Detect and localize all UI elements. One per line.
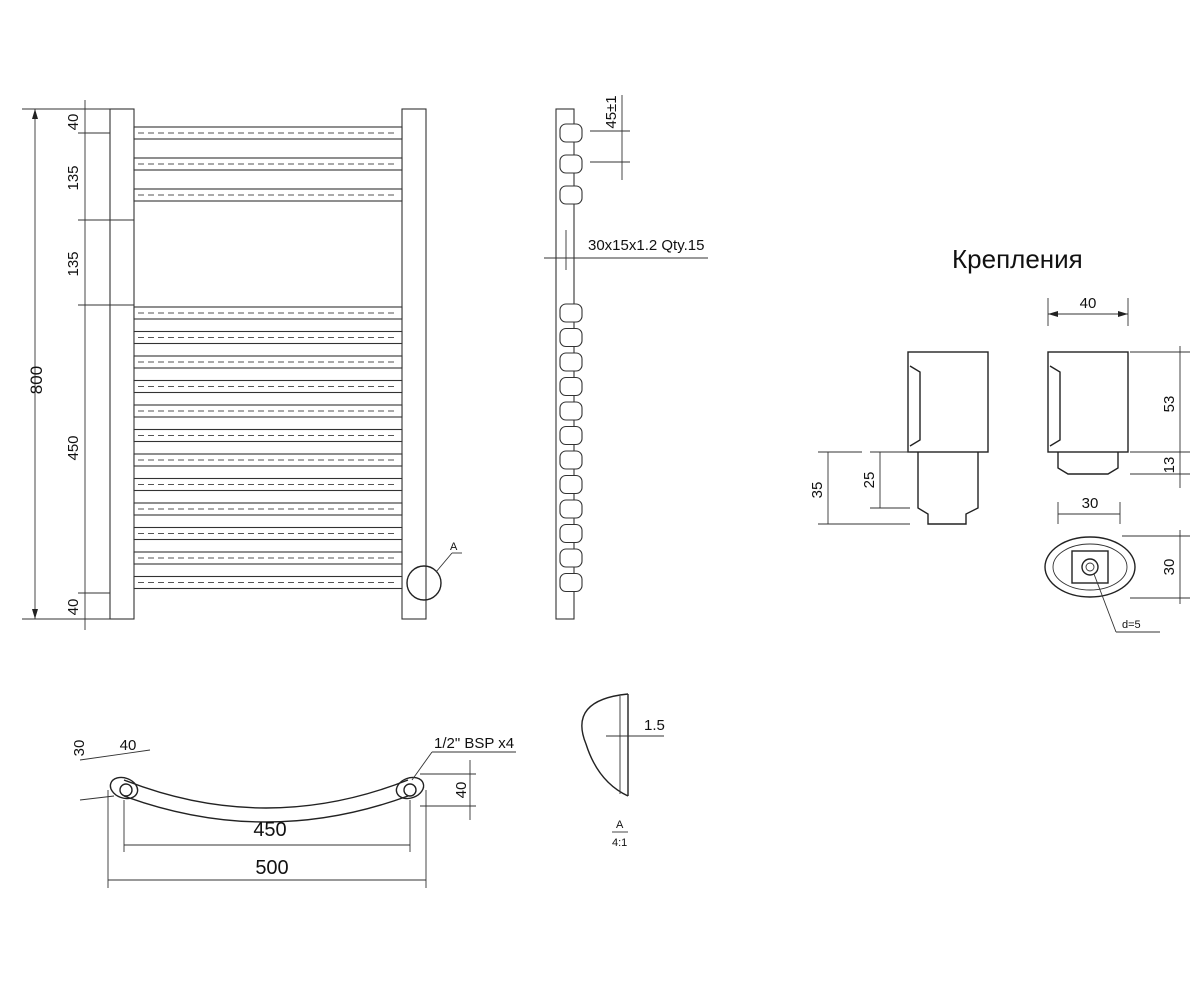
- dim-offset-30: 30: [71, 740, 88, 757]
- tube-end: [559, 123, 583, 143]
- detail-callout-circle: [406, 565, 442, 601]
- tube-end: [559, 499, 583, 519]
- tube-end: [559, 352, 583, 372]
- dim-bottom-gap: 40: [65, 599, 82, 616]
- dim-mount-35: 35: [809, 482, 826, 499]
- mount-side-view: 35 25: [809, 351, 989, 525]
- dim-total-height: 800: [27, 366, 46, 394]
- tube-end: [559, 376, 583, 397]
- tube-end: [559, 425, 583, 446]
- curved-rail-outer: [123, 779, 409, 809]
- tube-end: [559, 303, 583, 323]
- front-view: 800 40 135 135 450 40 A: [22, 100, 462, 630]
- dim-mount-30h: 30: [1161, 559, 1178, 576]
- tube-end: [559, 548, 583, 568]
- dim-total-width: 500: [255, 857, 288, 879]
- tube-end: [559, 523, 583, 544]
- dim-section-1: 135: [65, 165, 82, 190]
- dim-section-2: 135: [65, 251, 82, 276]
- front-rails: [133, 126, 403, 590]
- dim-mount-25: 25: [861, 472, 878, 489]
- dim-offset-40: 40: [120, 737, 137, 754]
- dim-mount-40: 40: [1080, 295, 1097, 312]
- tube-end: [559, 185, 583, 205]
- tube-spec-label: 30x15x1.2 Qty.15: [588, 237, 704, 254]
- tube-end: [559, 474, 583, 495]
- mount-bottom-view: 30 30 d=5: [1044, 495, 1190, 633]
- bottom-view: 450 500 30 40 40 1/2" BSP x4: [71, 735, 516, 888]
- dim-depth: 40: [453, 782, 470, 799]
- detail-label: A: [616, 819, 624, 831]
- detail-callout-label: A: [450, 541, 458, 553]
- right-upright: [401, 108, 427, 620]
- mount-front-view: 40 53 13: [1047, 295, 1190, 488]
- mounts-section: Крепления 35 25 40: [809, 244, 1190, 633]
- detail-view-a: 1.5 A 4:1: [581, 693, 665, 849]
- detail-profile: [581, 693, 629, 797]
- dim-mount-53: 53: [1161, 396, 1178, 413]
- mounts-title: Крепления: [952, 244, 1083, 274]
- dim-section-3: 450: [65, 435, 82, 460]
- tube-end: [559, 572, 583, 593]
- connection-note: 1/2" BSP x4: [434, 735, 514, 752]
- tube-end: [559, 450, 583, 470]
- left-upright: [109, 108, 135, 620]
- side-view: 45±1 30x15x1.2 Qty.15: [544, 95, 708, 620]
- dim-top-gap: 40: [65, 114, 82, 131]
- tube-end: [559, 327, 583, 348]
- tube-end: [559, 154, 583, 174]
- dim-center-distance: 450: [253, 819, 286, 841]
- side-tubes: [559, 123, 583, 593]
- curved-rail-inner: [123, 795, 409, 823]
- hole-diameter: d=5: [1122, 619, 1141, 631]
- detail-scale: 4:1: [612, 837, 627, 849]
- dim-mount-30w: 30: [1082, 495, 1099, 512]
- dim-pitch: 45±1: [603, 95, 620, 128]
- dim-thickness: 1.5: [644, 717, 665, 734]
- dim-mount-13: 13: [1161, 457, 1178, 474]
- tube-end: [559, 401, 583, 421]
